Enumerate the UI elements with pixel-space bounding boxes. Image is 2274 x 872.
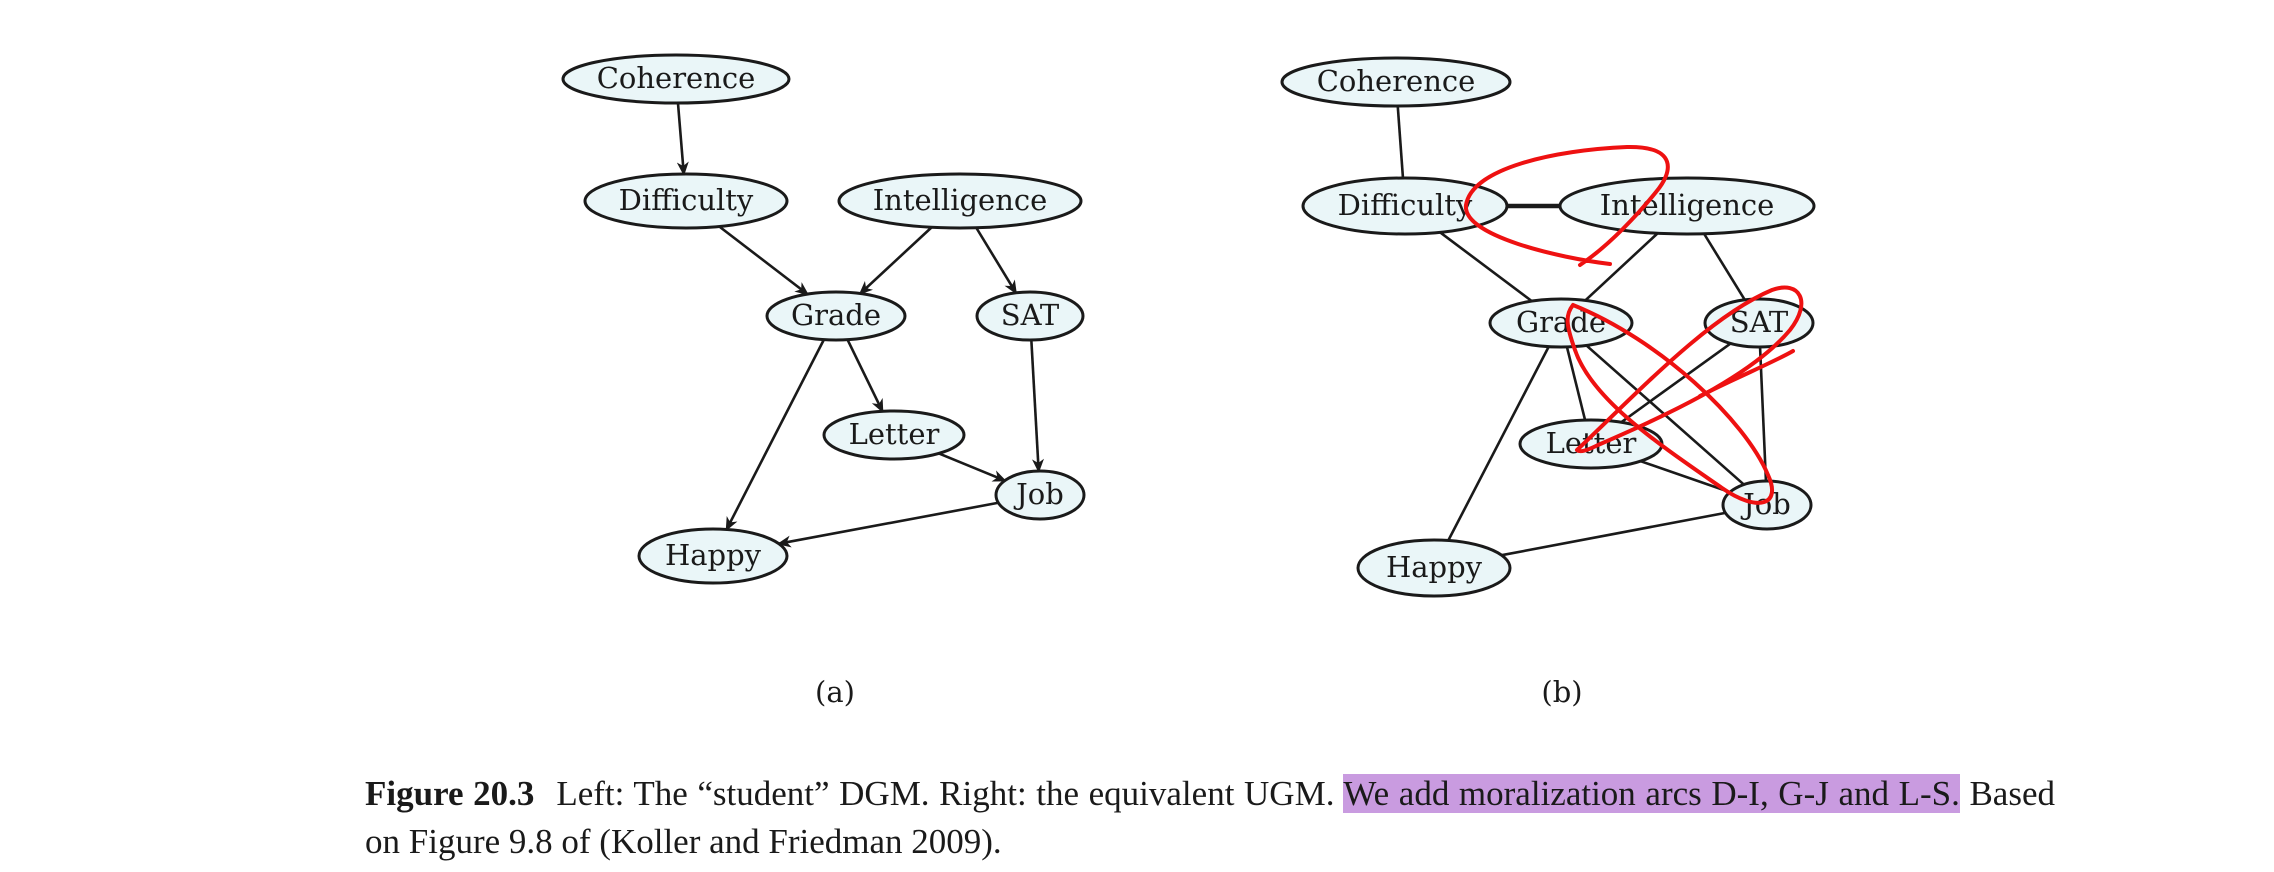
figure-number: Figure 20.3 xyxy=(365,774,535,813)
panel-label-a: (a) xyxy=(815,675,855,709)
edge-i-s xyxy=(1702,233,1746,301)
node-coherence: Coherence xyxy=(561,53,791,105)
caption-text: Left: The “student” DGM. Right: the equi… xyxy=(556,774,1344,813)
caption-tail: Based on Figure 9.8 of (Koller and Fried… xyxy=(365,774,2055,861)
node-label: Difficulty xyxy=(1338,188,1473,222)
edge-l-j xyxy=(938,452,1007,482)
edge-i-g xyxy=(858,226,933,295)
edge-i-s xyxy=(975,227,1018,295)
edge-j-h xyxy=(776,501,999,548)
edge-g-l xyxy=(1565,346,1587,421)
edge-h-j xyxy=(1501,511,1726,557)
red-ink-circle-gj xyxy=(1565,303,1775,505)
red-ink-stroke-s xyxy=(1698,349,1795,398)
node-label: Happy xyxy=(1386,550,1483,584)
node-label: Coherence xyxy=(597,61,756,95)
node-ellipse xyxy=(994,469,1086,521)
node-label: SAT xyxy=(1001,298,1060,332)
node-job: Job xyxy=(1721,479,1813,531)
edge-g-h xyxy=(1447,346,1550,542)
edge-i-g xyxy=(1584,232,1659,302)
edge-d-g xyxy=(1439,231,1533,303)
node-label: Intelligence xyxy=(1600,188,1775,222)
node-label: Happy xyxy=(665,538,762,572)
node-grade: Grade xyxy=(1488,297,1634,349)
node-happy: Happy xyxy=(637,527,789,585)
edge-s-j xyxy=(1030,339,1044,474)
node-coherence: Coherence xyxy=(1280,56,1512,108)
red-ink-circle-ls xyxy=(1575,285,1804,454)
node-label: Grade xyxy=(1516,305,1606,339)
node-happy: Happy xyxy=(1356,538,1512,598)
node-ellipse xyxy=(1488,297,1634,349)
node-ellipse xyxy=(1356,538,1512,598)
node-sat: SAT xyxy=(975,290,1085,342)
edge-s-l xyxy=(1620,342,1732,424)
node-label: SAT xyxy=(1730,305,1789,339)
node-ellipse xyxy=(1721,479,1813,531)
node-label: Job xyxy=(1740,487,1791,521)
panel-label-b: (b) xyxy=(1541,675,1582,709)
edge-g-l xyxy=(846,339,884,414)
caption-highlight: We add moralization arcs D-I, G-J and L-… xyxy=(1343,774,1960,813)
edge-l-j xyxy=(1640,459,1731,494)
node-ellipse xyxy=(837,172,1083,230)
node-intelligence: Intelligence xyxy=(1558,176,1816,236)
node-grade: Grade xyxy=(765,290,907,342)
edges-directed xyxy=(676,102,1044,548)
node-ellipse xyxy=(1558,176,1816,236)
node-ellipse xyxy=(561,53,791,105)
node-label: Coherence xyxy=(1317,64,1476,98)
edge-g-h xyxy=(725,339,826,532)
edge-s-j xyxy=(1758,346,1768,482)
red-annotations xyxy=(1463,144,1804,505)
node-intelligence: Intelligence xyxy=(837,172,1083,230)
node-ellipse xyxy=(583,172,789,230)
node-label: Letter xyxy=(849,417,940,451)
node-label: Intelligence xyxy=(873,183,1048,217)
node-ellipse xyxy=(975,290,1085,342)
edge-c-d xyxy=(676,102,689,176)
node-ellipse xyxy=(1280,56,1512,108)
node-label: Difficulty xyxy=(619,183,754,217)
node-job: Job xyxy=(994,469,1086,521)
node-letter: Letter xyxy=(822,409,966,461)
edge-c-d xyxy=(1396,105,1405,179)
node-difficulty: Difficulty xyxy=(583,172,789,230)
edge-d-g xyxy=(718,225,810,296)
node-label: Job xyxy=(1013,477,1064,511)
node-ellipse xyxy=(1301,176,1509,236)
node-ellipse xyxy=(822,409,966,461)
node-ellipse xyxy=(637,527,789,585)
figure-caption: Figure 20.3 Left: The “student” DGM. Righ… xyxy=(365,770,2055,866)
node-label: Grade xyxy=(791,298,881,332)
node-label: Letter xyxy=(1546,426,1637,460)
red-ink-circle-di xyxy=(1463,144,1670,267)
node-difficulty: Difficulty xyxy=(1301,176,1509,236)
node-ellipse xyxy=(765,290,907,342)
